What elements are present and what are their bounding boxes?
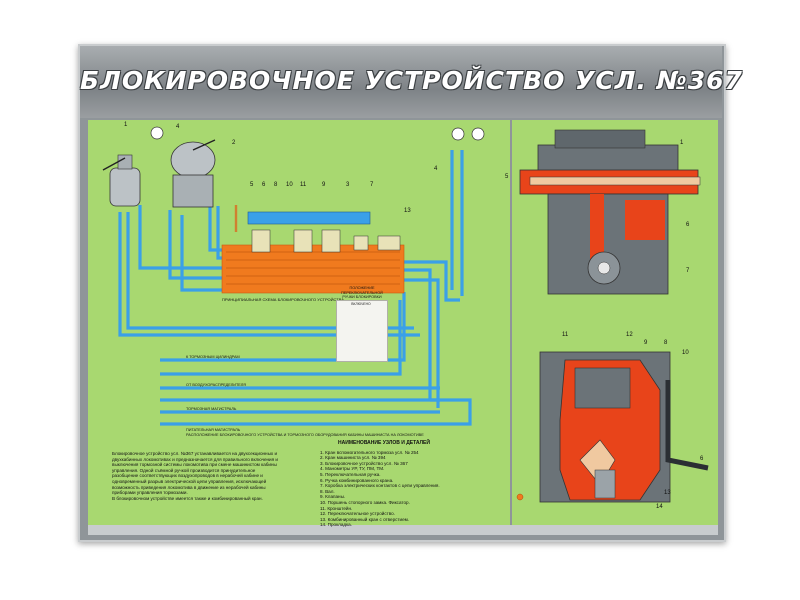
legend-item: 13. Комбинированный кран с отверстием. [320,516,410,522]
pressure-gauges [150,126,485,141]
callout-number: 5 [250,182,254,188]
shaft [247,211,371,225]
callout-number: 1 [124,122,128,128]
switch-position-card [336,300,388,362]
legend-item: 9. Клапаны. [320,494,346,500]
callout-number: 7 [370,182,374,188]
legend-item: 10. Поршень стопорного замка. Фиксатор. [320,499,410,505]
callout-number: 4 [434,166,438,172]
poster-title: БЛОКИРОВОЧНОЕ УСТРОЙСТВО УСЛ. №367 [80,66,743,95]
line-label: К ТОРМОЗНЫМ ЦИЛИНДРАМ [186,355,240,359]
interlock-section-top [519,129,701,295]
legend-item: 7. Коробка электрических контактов с цеп… [320,483,440,489]
description-text: Блокировочное устройство усл. №367 устан… [112,451,280,501]
callout-number: 6 [262,182,266,188]
bottom-rail [88,525,718,535]
callout-number: 7 [686,268,690,274]
callout-number: 11 [562,332,569,338]
legend-item: 2. Кран машиниста усл. № 394 [320,455,386,461]
callout-number: 6 [686,222,690,228]
description-paragraph: В блокировочном устройстве имеется также… [112,495,263,501]
legend-item: 14. Прокладка. [320,522,352,528]
callout-number: 8 [274,182,278,188]
callout-number: 9 [644,340,648,346]
legend-item: 3. Блокировочное устройство усл. № 367 [320,460,408,466]
callout-number: 5 [505,174,509,180]
legend-title: НАИМЕНОВАНИЕ УЗЛОВ И ДЕТАЛЕЙ [338,440,430,446]
line-label: ПИТАТЕЛЬНАЯ МАГИСТРАЛЬ [186,428,241,432]
description-paragraph: Блокировочное устройство усл. №367 устан… [112,451,278,496]
callout-number: 10 [286,182,293,188]
line-label: ТОРМОЗНАЯ МАГИСТРАЛЬ [186,407,237,411]
auxiliary-brake-valve [102,154,141,207]
callout-number: 8 [664,340,668,346]
line-label: РАСПОЛОЖЕНИЕ БЛОКИРОВОЧНОГО УСТРОЙСТВА И… [186,433,424,437]
callout-number: 4 [176,124,180,130]
callout-number: 13 [404,208,411,214]
callout-number: 1 [680,140,684,146]
legend-item: 8. Вал. [320,488,335,494]
callout-number: 11 [300,182,307,188]
drivers-brake-valve [170,139,216,208]
poster-header: БЛОКИРОВОЧНОЕ УСТРОЙСТВО УСЛ. №367 [80,46,743,118]
interlock-body [221,244,405,294]
valves [251,229,401,253]
scheme-caption: ПРИНЦИПИАЛЬНАЯ СХЕМА БЛОКИРОВОЧНОГО УСТР… [222,297,344,302]
pipelines [118,150,472,426]
callout-number: 10 [682,350,689,356]
switch-position-title: ПОЛОЖЕНИЕ ПЕРЕКЛЮЧАТЕЛЬНОЙ РУЧКИ БЛОКИРО… [341,286,383,300]
legend-item: 6. Ручка комбинированного крана. [320,477,394,483]
parts-legend: НАИМЕНОВАНИЕ УЗЛОВ И ДЕТАЛЕЙ 1. Кран всп… [320,440,510,528]
legend-item: 11. Кронштейн. [320,505,353,511]
callout-number: 13 [664,490,671,496]
legend-item: 5. Переключательная ручка. [320,471,381,477]
legend-item: 4. Манометры УР, ТУ, ПМ, ТМ. [320,466,385,472]
legend-item: 12. Переключательное устройство. [320,511,395,517]
switch-position-sub: ВКЛЮЧЕНО [351,302,371,306]
callout-number: 14 [656,504,663,510]
callout-number: 6 [700,456,704,462]
marker-dot [516,493,524,501]
line-label: ОТ ВОЗДУХОРАСПРЕДЕЛИТЕЛЯ [186,383,247,387]
callout-number: 2 [232,140,236,146]
legend-item: 1. Кран вспомогательного тормоза усл. № … [320,449,419,455]
callout-number: 12 [626,332,633,338]
interlock-section-bottom [539,351,709,503]
callout-number: 3 [346,182,350,188]
callout-number: 9 [322,182,326,188]
scheme-panel [88,120,510,525]
